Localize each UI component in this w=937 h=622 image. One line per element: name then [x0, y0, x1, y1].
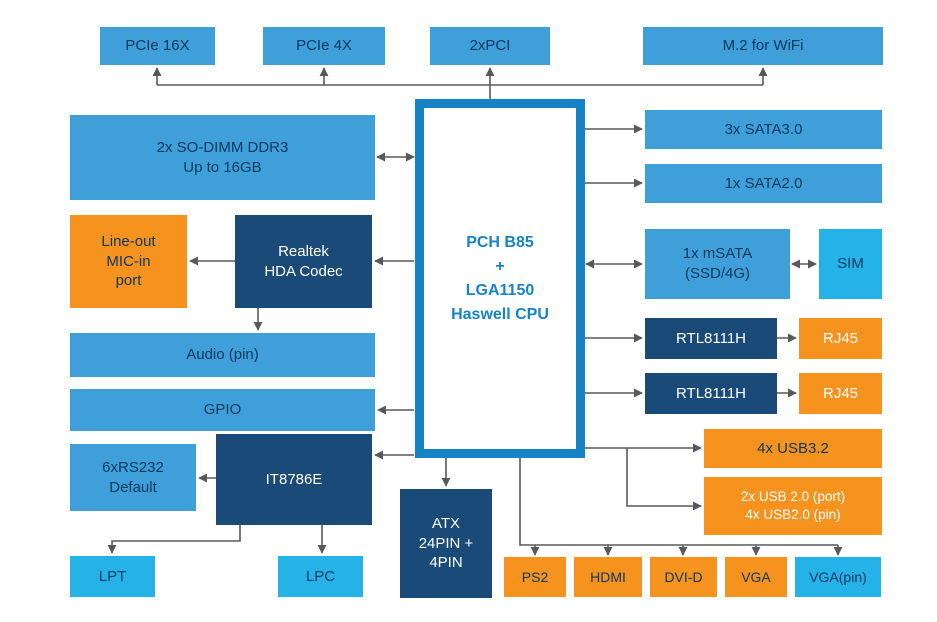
- block-atx-power: ATX 24PIN + 4PIN: [400, 489, 492, 598]
- block-4x-usb32: 4x USB3.2: [704, 429, 882, 468]
- block-1x-sata2: 1x SATA2.0: [645, 164, 882, 203]
- block-sodimm-ddr3: 2x SO-DIMM DDR3 Up to 16GB: [70, 115, 375, 200]
- block-2xpci: 2xPCI: [430, 27, 550, 65]
- block-vga: VGA: [725, 557, 787, 597]
- block-sim: SIM: [819, 229, 882, 299]
- block-m2-wifi: M.2 for WiFi: [643, 27, 883, 65]
- block-gpio: GPIO: [70, 389, 375, 431]
- block-dvi-d: DVI-D: [650, 557, 717, 597]
- block-it8786e: IT8786E: [216, 434, 372, 525]
- block-vga-pin: VGA(pin): [795, 557, 881, 597]
- block-usb20: 2x USB 2.0 (port) 4x USB2.0 (pin): [704, 477, 882, 535]
- block-lpt: LPT: [70, 556, 155, 597]
- block-lpc: LPC: [278, 556, 363, 597]
- block-rj45-2: RJ45: [799, 373, 882, 414]
- block-ps2: PS2: [504, 557, 566, 597]
- block-lineout-micin-port: Line-out MIC-in port: [70, 215, 187, 308]
- block-rtl8111h-2: RTL8111H: [645, 373, 777, 414]
- block-msata: 1x mSATA (SSD/4G): [645, 229, 790, 299]
- block-realtek-hda-codec: Realtek HDA Codec: [235, 215, 372, 308]
- block-rj45-1: RJ45: [799, 318, 882, 359]
- block-audio-pin: Audio (pin): [70, 333, 375, 377]
- block-pcie-16x: PCIe 16X: [100, 27, 215, 65]
- block-pcie-4x: PCIe 4X: [263, 27, 385, 65]
- block-6xrs232: 6xRS232 Default: [70, 444, 196, 511]
- block-rtl8111h-1: RTL8111H: [645, 318, 777, 359]
- block-hdmi: HDMI: [574, 557, 642, 597]
- connectors: [107, 67, 843, 556]
- block-3x-sata3: 3x SATA3.0: [645, 110, 882, 149]
- block-pch-cpu: PCH B85 + LGA1150 Haswell CPU: [415, 99, 585, 458]
